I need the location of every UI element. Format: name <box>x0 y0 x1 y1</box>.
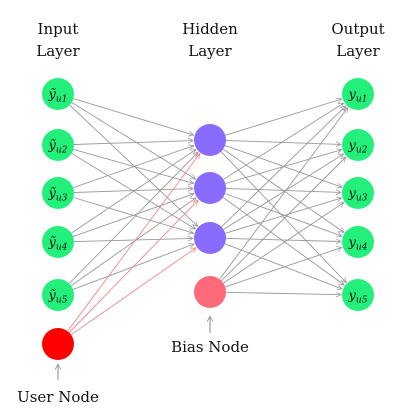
output-node-5-label-subscript: u5 <box>356 296 368 306</box>
output-node-1 <box>342 78 374 110</box>
output-node-2-label: yu2 <box>348 139 368 156</box>
input-node-5-label-subscript: u5 <box>56 296 68 306</box>
output-node-1-label: yu1 <box>348 88 368 105</box>
edge-input4-hidden1 <box>71 150 196 234</box>
edge-input1-hidden2 <box>71 102 196 179</box>
edge-hidden3-output1 <box>221 106 346 228</box>
output-node-3 <box>342 177 374 209</box>
edge-input4-hidden2 <box>72 194 194 238</box>
edge-hidden3-output5 <box>224 243 342 289</box>
input-layer-header-line1: Input <box>38 20 79 38</box>
user-node-label: User Node <box>17 388 99 406</box>
input-node-4-label-base: ỹ <box>48 236 57 251</box>
input-node-2-label-base: ỹ <box>48 139 57 154</box>
input-node-4 <box>42 226 74 258</box>
output-node-4-label-subscript: u4 <box>356 243 368 253</box>
input-node-2-label: ỹu2 <box>48 139 68 156</box>
input-node-4-label-subscript: u4 <box>56 243 68 253</box>
output-layer-header-line1: Output <box>331 20 384 38</box>
hidden-layer-header-line2: Layer <box>188 42 232 60</box>
edge-input1-hidden1 <box>73 98 193 136</box>
input-node-3-label: ỹu3 <box>48 187 68 204</box>
edge-bias-output2 <box>221 157 346 282</box>
input-node-2 <box>42 129 74 161</box>
input-layer-header-line2: Layer <box>36 42 80 60</box>
output-node-2-label-base: y <box>348 139 357 154</box>
output-node-2 <box>342 129 374 161</box>
bias-node <box>194 276 226 308</box>
edge-hidden2-output3 <box>225 188 341 193</box>
edge-hidden1-output2 <box>225 140 341 145</box>
input-node-2-label-subscript: u2 <box>56 146 68 156</box>
input-node-1-label: ỹu1 <box>48 88 68 105</box>
edge-hidden1-output1 <box>225 99 341 136</box>
edge-user-hidden3 <box>70 248 196 336</box>
user-node <box>42 328 74 360</box>
edge-input3-hidden1 <box>72 146 194 189</box>
output-node-4-label-base: y <box>348 236 357 251</box>
edge-hidden3-output3 <box>225 198 341 234</box>
output-node-1-label-subscript: u1 <box>356 95 368 105</box>
edge-hidden2-output5 <box>222 197 344 285</box>
edge-input2-hidden1 <box>73 141 193 145</box>
input-node-1 <box>42 78 74 110</box>
edge-input5-hidden1 <box>68 152 198 284</box>
input-node-5-label-base: ỹ <box>48 289 57 304</box>
output-node-4-label: yu4 <box>348 236 368 253</box>
output-node-3-label: yu3 <box>348 187 368 204</box>
input-node-3-label-base: ỹ <box>48 187 57 202</box>
input-node-3-label-subscript: u3 <box>56 194 68 204</box>
input-node-1-label-subscript: u1 <box>56 95 68 105</box>
edge-bias-output4 <box>225 247 342 288</box>
edge-hidden2-output1 <box>223 103 344 180</box>
output-node-5 <box>342 279 374 311</box>
edge-bias-output1 <box>219 108 348 280</box>
output-layer-header-line2: Layer <box>336 42 380 60</box>
output-node-3-label-base: y <box>348 187 357 202</box>
edge-input3-hidden2 <box>73 189 193 193</box>
input-node-1-label-base: ỹ <box>48 88 57 103</box>
output-node-4 <box>342 226 374 258</box>
edge-hidden1-output5 <box>220 151 346 283</box>
output-node-5-label-base: y <box>348 289 357 304</box>
edge-bias-output3 <box>223 203 344 284</box>
edge-input4-hidden3 <box>73 238 193 243</box>
hidden-layer-header-line1: Hidden <box>182 20 238 38</box>
output-node-5-label: yu5 <box>348 289 368 306</box>
edge-user-hidden2 <box>68 200 198 333</box>
edge-bias-output5 <box>225 292 341 294</box>
edge-hidden3-output2 <box>223 154 344 230</box>
connections <box>67 98 348 336</box>
edge-user-hidden1 <box>67 154 200 332</box>
edge-hidden2-output4 <box>224 193 342 237</box>
output-node-3-label-subscript: u3 <box>356 194 368 204</box>
input-node-5-label: ỹu5 <box>48 289 68 306</box>
output-node-1-label-base: y <box>348 88 357 103</box>
edge-input1-hidden3 <box>69 104 198 226</box>
hidden-node-1 <box>194 124 226 156</box>
hidden-node-3 <box>194 222 226 254</box>
hidden-node-2 <box>194 172 226 204</box>
input-node-3 <box>42 177 74 209</box>
edge-hidden3-output4 <box>225 237 341 241</box>
output-node-2-label-subscript: u2 <box>356 146 368 156</box>
input-node-4-label: ỹu4 <box>48 236 68 253</box>
input-node-5 <box>42 279 74 311</box>
bias-node-label: Bias Node <box>171 338 249 356</box>
